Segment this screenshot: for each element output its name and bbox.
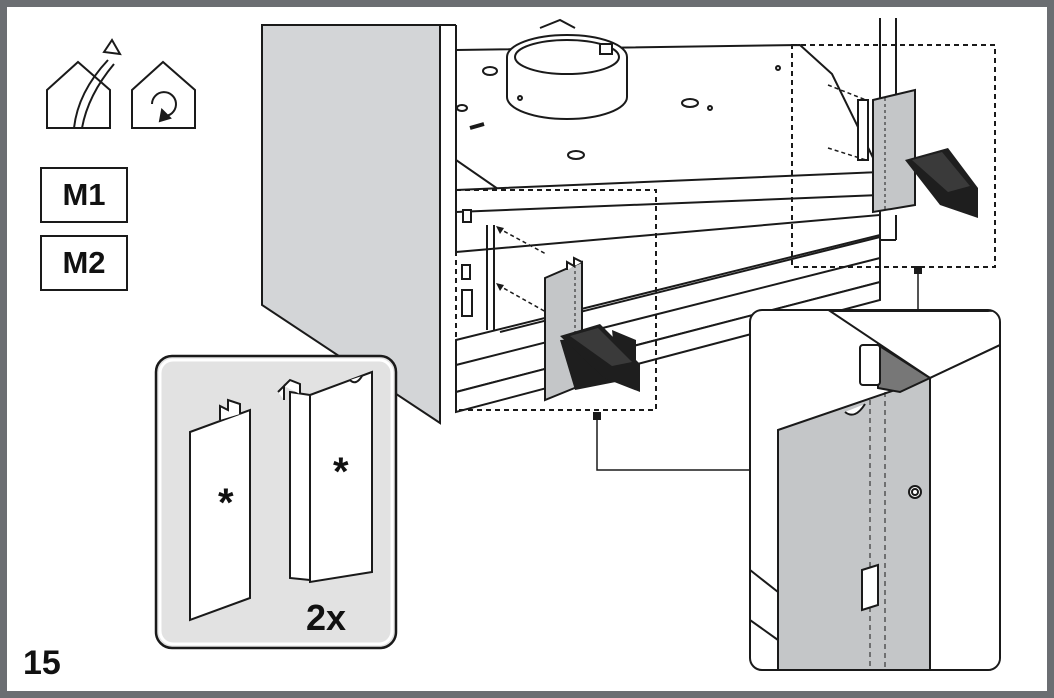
part-marker-large: * <box>333 450 349 494</box>
quantity-label: 2x <box>306 597 347 638</box>
part-marker-small: * <box>218 481 234 525</box>
magnified-inset <box>749 309 1001 671</box>
recirculation-icon <box>131 60 196 129</box>
spare-panel-large <box>277 370 373 584</box>
callout-connectors <box>596 270 919 471</box>
push-arrow-left <box>560 324 640 392</box>
duct-collar <box>506 18 628 120</box>
parts-inset <box>154 354 398 650</box>
right-side-panel <box>872 88 916 214</box>
push-arrow-right <box>905 148 978 218</box>
right-detail-region <box>791 18 996 268</box>
inset-side-panel <box>777 376 931 669</box>
mounting-holes <box>456 65 781 160</box>
spare-panel-small <box>189 398 251 622</box>
mode-label-m1: M1 <box>40 167 128 223</box>
mode-label-m2: M2 <box>40 235 128 291</box>
ducted-exhaust-icon <box>46 38 122 129</box>
step-number: 15 <box>23 644 61 682</box>
